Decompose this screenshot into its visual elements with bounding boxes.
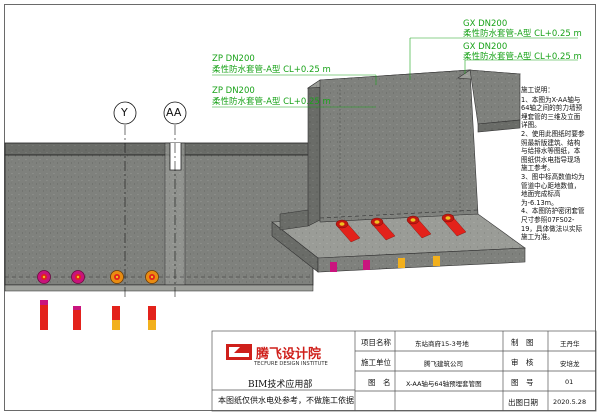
- axis-bubble-y: [113, 101, 137, 125]
- axis-label-y: Y: [121, 106, 128, 119]
- sleeve-4: [145, 270, 159, 284]
- label-leaders: [212, 37, 578, 108]
- axis-label-aa: AA: [166, 106, 182, 119]
- sheet-number-value: 01: [565, 378, 574, 386]
- construction-unit-value: 腾飞建筑公司: [424, 360, 463, 368]
- notes-title: 施工说明：: [521, 86, 554, 94]
- pipe-label-left-2-code: ZP DN200: [212, 86, 255, 96]
- company-name-en: TECFURE DESIGN INSTITUTE: [254, 361, 328, 367]
- company-logo-icon: [226, 344, 252, 360]
- department: BIM技术应用部: [248, 380, 313, 390]
- sleeve-3d-4: [433, 213, 467, 266]
- construction-unit-label: 施工单位: [361, 358, 391, 367]
- note-item: 1、本图为X-AA轴与64轴之间的剪力墙预埋套管的三维及立面详图。: [521, 95, 583, 130]
- company-name: 腾飞设计院: [256, 347, 322, 362]
- sleeve-2: [71, 270, 85, 284]
- sleeve-3d-3: [398, 215, 432, 268]
- pipe-label-left-1-type: 柔性防水套管-A型 CL+0.25 m: [212, 65, 331, 75]
- note-item: 3、图中标高数值均为管道中心距地数值，地面完成标高为-6.13m。: [521, 172, 585, 207]
- drawing-name-value: X-AA轴与64轴预埋套管图: [406, 380, 482, 388]
- construction-notes: 施工说明： 1、本图为X-AA轴与64轴之间的剪力墙预埋套管的三维及立面详图。 …: [521, 86, 585, 242]
- reviewer-label: 审 核: [511, 358, 534, 367]
- pipe-label-left-2-type: 柔性防水套管-A型 CL+0.25 m: [212, 97, 331, 107]
- disclaimer: 本图纸仅供水电处参考，不做施工依据: [218, 396, 354, 405]
- right-sleeves: [330, 213, 467, 272]
- project-name-value: 东站商府15-3号地: [415, 340, 469, 348]
- drafter-value: 王丹华: [560, 340, 580, 348]
- title-block-frame: [211, 330, 597, 412]
- reviewer-value: 安培龙: [560, 360, 580, 368]
- note-item: 2、使用此图纸时要参照最新版建筑、结构与给排水等图纸，本图纸供水电指导现场施工参…: [521, 129, 585, 173]
- note-item: 4、本图防护密闭套管尺寸参照07FS02-19，具体做法以实际施工为准。: [521, 207, 585, 242]
- drafter-label: 制 图: [511, 338, 534, 347]
- project-name-label: 项目名称: [361, 338, 391, 347]
- pipe-label-right-1-code: GX DN200: [463, 19, 508, 29]
- sleeve-3d-2: [363, 217, 396, 270]
- axis-bubble-aa: [163, 101, 187, 125]
- pipe-label-left-1-code: ZP DN200: [212, 54, 255, 64]
- issue-date-value: 2020.5.28: [553, 398, 587, 406]
- pipe-label-right-2-code: GX DN200: [463, 42, 508, 52]
- sleeve-3: [110, 270, 124, 284]
- sheet-number-label: 图 号: [511, 378, 534, 387]
- sleeve-3d-1: [330, 219, 361, 272]
- left-sleeves: [37, 270, 159, 330]
- sleeve-1: [37, 270, 51, 284]
- drawing-name-label: 图 名: [368, 378, 391, 387]
- left-elevation: [4, 142, 314, 292]
- issue-date-label: 出图日期: [508, 398, 538, 407]
- axis-lines: [124, 125, 176, 300]
- pipe-label-right-2-type: 柔性防水套管-A型 CL+0.25 m: [463, 52, 582, 62]
- pipe-label-right-1-type: 柔性防水套管-A型 CL+0.25 m: [463, 29, 582, 39]
